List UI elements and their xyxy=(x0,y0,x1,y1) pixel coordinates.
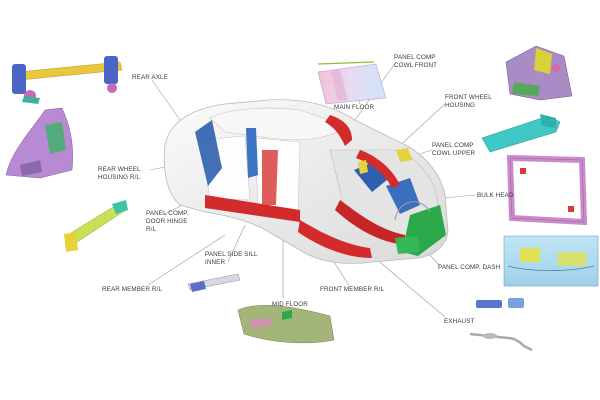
label-door-hinge-line1: PANEL COMP. xyxy=(146,210,189,217)
panel-comp-cowl-upper-part xyxy=(481,114,561,153)
label-panel-comp-dash: PANEL COMP. DASH xyxy=(438,264,500,272)
label-side-sill-line1: PANEL SIDE SILL xyxy=(205,251,258,258)
rear-wheel-housing-part xyxy=(5,107,73,179)
label-front-member-text: FRONT MEMBER R/L xyxy=(320,286,385,293)
label-rear-member-text: REAR MEMBER R/L xyxy=(102,286,162,293)
mid-floor-part xyxy=(237,305,335,344)
panel-comp-dash-part xyxy=(503,235,599,287)
label-exhaust: EXHAUST xyxy=(444,318,474,326)
label-cowl-front-line2: COWL FRONT xyxy=(394,62,438,69)
label-rear-axle: REAR AXLE xyxy=(132,74,168,82)
label-panel-comp-cowl-upper: PANEL COMP COWL UPPER xyxy=(432,142,475,158)
rear-axle-part xyxy=(12,56,123,104)
label-panel-side-sill-inner: PANEL SIDE SILL INNER xyxy=(205,251,258,267)
label-side-sill-line2: INNER xyxy=(205,259,226,266)
label-bulk-head: BULK HEAD xyxy=(477,192,514,200)
label-main-floor: MAIN FLOOR xyxy=(334,104,374,112)
label-rear-wheel-housing: REAR WHEEL HOUSING R/L xyxy=(98,166,141,182)
label-bulk-head-text: BULK HEAD xyxy=(477,192,514,199)
label-cowl-upper-line1: PANEL COMP xyxy=(432,142,474,149)
label-door-hinge-line3: R/L xyxy=(146,226,157,233)
label-cowl-upper-line2: COWL UPPER xyxy=(432,150,476,157)
label-cowl-front-line1: PANEL COMP xyxy=(394,54,436,61)
label-front-wheel-housing: FRONT WHEEL HOUSING xyxy=(445,94,492,110)
label-mid-floor-text: MID FLOOR xyxy=(272,301,308,308)
label-front-wheel-housing-line2: HOUSING xyxy=(445,102,476,109)
exhaust-part xyxy=(469,298,533,352)
rear-member-part xyxy=(64,200,128,252)
label-main-floor-text: MAIN FLOOR xyxy=(334,104,375,111)
label-rear-wheel-housing-line1: REAR WHEEL xyxy=(98,166,141,173)
label-panel-comp-door-hinge: PANEL COMP. DOOR HINGE R/L xyxy=(146,210,189,234)
label-panel-comp-cowl-front: PANEL COMP COWL FRONT xyxy=(394,54,437,70)
label-front-member: FRONT MEMBER R/L xyxy=(320,286,384,294)
label-front-wheel-housing-line1: FRONT WHEEL xyxy=(445,94,492,101)
label-mid-floor: MID FLOOR xyxy=(272,301,308,309)
label-rear-member: REAR MEMBER R/L xyxy=(102,286,162,294)
label-door-hinge-line2: DOOR HINGE xyxy=(146,218,188,225)
label-exhaust-text: EXHAUST xyxy=(444,318,475,325)
front-wheel-housing-part xyxy=(505,45,573,101)
car-body-in-white xyxy=(163,99,449,264)
main-floor-part xyxy=(317,61,387,105)
bulk-head-part xyxy=(506,154,588,226)
label-panel-comp-dash-text: PANEL COMP. DASH xyxy=(438,264,501,271)
label-rear-axle-text: REAR AXLE xyxy=(132,74,168,81)
panel-side-sill-inner-part xyxy=(187,273,241,292)
label-rear-wheel-housing-line2: HOUSING R/L xyxy=(98,174,141,181)
